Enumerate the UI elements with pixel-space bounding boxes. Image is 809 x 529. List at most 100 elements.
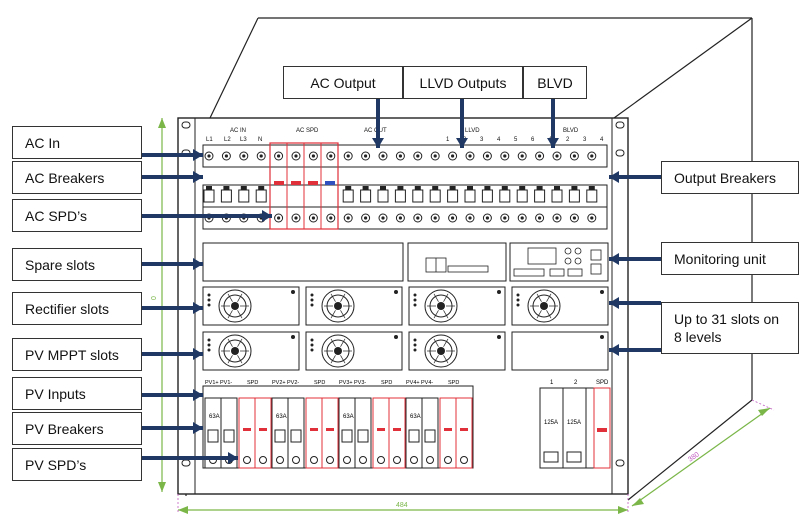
label-llvd: LLVD: [465, 128, 480, 134]
output-number-label: 3: [583, 137, 587, 143]
terminal-screw-center: [311, 216, 315, 220]
label-l3: L3: [240, 137, 247, 143]
label-blvd: BLVD: [563, 128, 579, 134]
monitoring-aux-panel: [407, 242, 507, 282]
terminal-screw-center: [520, 216, 524, 220]
terminal-screw-center: [433, 154, 437, 158]
status-led: [207, 348, 211, 352]
pv-input-label: PV3+: [339, 380, 353, 386]
terminal-screw-center: [242, 154, 246, 158]
terminal-screw-center: [329, 216, 333, 220]
pv-breaker-handle: [357, 429, 369, 443]
terminal-screw-center: [555, 154, 559, 158]
breaker-handles: [203, 186, 598, 203]
breaker-handle: [516, 189, 528, 203]
fan-blade: [433, 338, 439, 347]
breaker-toggle: [449, 186, 456, 190]
terminal-screw-center: [224, 154, 228, 158]
breaker-toggle: [223, 186, 230, 190]
callout-up-to-slots-line2: 8 levels: [674, 329, 722, 345]
breaker-handle: [586, 189, 598, 203]
pv-terminal: [393, 456, 401, 464]
pv-spd-label: SPD: [247, 380, 258, 386]
monitoring-unit-detail: [513, 247, 602, 277]
fan-blade: [237, 355, 243, 364]
callout-ac-breakers: AC Breakers: [12, 161, 142, 194]
fan-blade: [443, 310, 449, 319]
callout-arrow-head: [609, 344, 619, 356]
callout-arrow-head: [193, 302, 203, 314]
top-terminals: [204, 151, 597, 161]
fan-icon: [527, 289, 561, 323]
fan-hub: [334, 347, 342, 355]
pv-spd-indicator: [326, 428, 334, 431]
breaker-toggle: [536, 186, 543, 190]
fan-blade: [443, 338, 449, 347]
breaker-toggle: [240, 186, 247, 190]
terminal-screw-center: [364, 154, 368, 158]
breaker-handle: [568, 189, 580, 203]
pv-spd-indicator: [444, 428, 452, 431]
battery-breaker-section: 1 2 SPD 125A 125A: [539, 380, 611, 469]
breaker-toggle: [554, 186, 560, 190]
fan-blade: [227, 310, 233, 319]
fan-blade: [237, 338, 243, 347]
fan-hub: [437, 347, 445, 355]
breaker-handle: [203, 189, 215, 203]
terminal-screw-center: [346, 216, 350, 220]
breaker-handle: [394, 189, 406, 203]
fan-hub: [540, 302, 548, 310]
breaker-handle: [464, 189, 476, 203]
status-led: [413, 343, 417, 347]
breaker-toggle: [519, 186, 526, 190]
pv-input-label: PV1+: [205, 380, 219, 386]
ac-spd-block: [269, 142, 339, 230]
label-bat-1: 1: [550, 380, 554, 386]
pv-spd-indicator: [393, 428, 401, 431]
terminal-screw-center: [433, 216, 437, 220]
fan-blade: [433, 293, 439, 302]
status-led: [310, 293, 314, 297]
pv-input-label: PV4-: [421, 380, 433, 386]
pv-section: PV1+PV1-SPD63APV2+PV2-SPD63APV3+PV3-SPD6…: [202, 380, 474, 469]
fan-blade: [237, 293, 243, 302]
breaker-toggle: [380, 186, 386, 190]
callout-arrow-head: [193, 171, 203, 183]
breaker-handle: [360, 189, 372, 203]
fan-blade: [237, 310, 243, 319]
pv-breaker-handle: [341, 429, 353, 443]
fan-hub: [231, 302, 239, 310]
latch-screw: [291, 290, 295, 294]
breaker-toggle: [571, 186, 578, 190]
terminal-screw-center: [555, 216, 559, 220]
label-n: N: [258, 137, 262, 143]
status-led: [516, 293, 520, 297]
pv-breaker-handle: [424, 429, 436, 443]
callout-arrow-head: [609, 253, 619, 265]
fan-blade: [433, 355, 439, 364]
fan-hub: [334, 302, 342, 310]
fan-hub: [437, 302, 445, 310]
terminal-screw-center: [468, 216, 472, 220]
status-led: [207, 338, 211, 342]
fan-icon: [424, 289, 458, 323]
label-ac-in: AC IN: [230, 128, 246, 134]
fan-blade: [330, 293, 336, 302]
status-led: [413, 303, 417, 307]
fan-icon: [321, 334, 355, 368]
terminal-screw-center: [294, 154, 298, 158]
latch-screw: [497, 335, 501, 339]
pv-terminal: [310, 456, 318, 464]
output-number-label: 5: [514, 137, 518, 143]
breaker-handle: [238, 189, 250, 203]
terminal-screw-center: [520, 154, 524, 158]
breaker-toggle: [206, 186, 212, 190]
fan-blade: [227, 293, 233, 302]
callout-arrow-head: [547, 138, 559, 148]
width-dimension-label: 484: [396, 502, 408, 509]
terminal-screw-center: [416, 154, 420, 158]
pv-spd-label: SPD: [314, 380, 325, 386]
terminal-screw-center: [590, 154, 594, 158]
pv-spd-indicator: [259, 428, 267, 431]
callout-up-to-slots-line1: Up to 31 slots on: [674, 311, 780, 327]
